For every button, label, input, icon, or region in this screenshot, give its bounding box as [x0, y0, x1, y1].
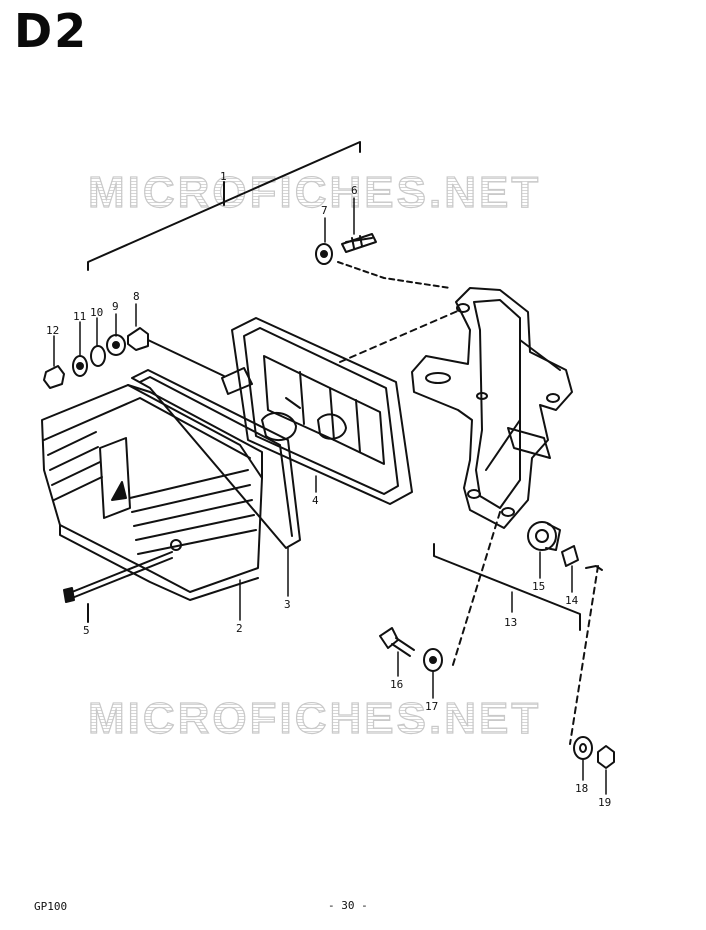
- callout-19: 19: [598, 796, 611, 809]
- section-code: D2: [14, 4, 89, 58]
- callout-5: 5: [83, 624, 90, 637]
- leader-lines: [339, 309, 599, 745]
- callout-13: 13: [504, 616, 517, 629]
- callout-ticks: [53, 197, 607, 795]
- model-label: GP100: [34, 900, 68, 913]
- callout-14: 14: [565, 594, 579, 607]
- callout-17: 17: [425, 700, 438, 713]
- callout-8: 8: [133, 290, 140, 303]
- page-number: - 30 -: [328, 899, 368, 912]
- mounting-bolt-5: [63, 551, 173, 623]
- watermark-bottom: MICROFICHES.NET: [87, 693, 542, 743]
- callout-4: 4: [312, 494, 319, 507]
- callout-15: 15: [532, 580, 545, 593]
- callout-7: 7: [321, 204, 328, 217]
- callout-18: 18: [575, 782, 588, 795]
- callout-10: 10: [90, 306, 103, 319]
- callout-12: 12: [46, 324, 59, 337]
- assembly-bracket-1: [87, 141, 361, 271]
- callout-3: 3: [284, 598, 291, 611]
- callout-16: 16: [390, 678, 403, 691]
- bolt-and-washer-16-17: [379, 627, 443, 672]
- lamp-bracket: [411, 287, 573, 529]
- callout-1: 1: [220, 170, 227, 183]
- callout-9: 9: [112, 300, 119, 313]
- tail-lamp-lens: [41, 384, 263, 601]
- lamp-housing: [221, 317, 413, 505]
- watermark-top: MICROFICHES.NET: [87, 167, 542, 217]
- callout-labels: 1 2 3 4 5 6 7 8 9 10 11 12 13 14 15 16 1…: [46, 170, 611, 809]
- callout-6: 6: [351, 184, 358, 197]
- lens-gasket: [131, 369, 301, 549]
- callout-2: 2: [236, 622, 243, 635]
- screw-and-washer-6-7: [315, 233, 451, 289]
- callout-11: 11: [73, 310, 86, 323]
- grommet-and-collar-14-15: [433, 521, 603, 631]
- small-hardware-8-12: [43, 327, 225, 389]
- washer-and-nut-18-19: [573, 736, 615, 769]
